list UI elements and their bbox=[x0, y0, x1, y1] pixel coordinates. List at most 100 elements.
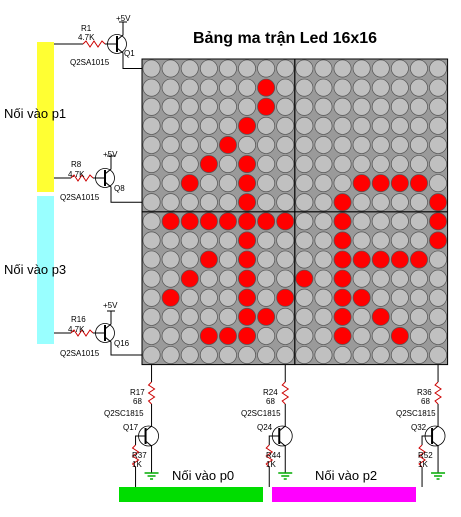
led-off bbox=[429, 327, 447, 345]
resistor-value: 4.7K bbox=[68, 325, 85, 334]
led-on bbox=[390, 174, 409, 193]
led-off bbox=[410, 78, 428, 97]
led-on bbox=[218, 212, 237, 231]
supply-label: +5V bbox=[116, 14, 131, 23]
transistor-emitter bbox=[104, 156, 112, 175]
resistor-value: 68 bbox=[133, 397, 142, 406]
led-off bbox=[199, 116, 218, 135]
led-off bbox=[142, 155, 161, 173]
led-off bbox=[161, 269, 180, 288]
led-off bbox=[295, 231, 314, 250]
led-on bbox=[295, 269, 314, 288]
transistor-q8 bbox=[95, 168, 115, 188]
led-off bbox=[371, 59, 390, 78]
led-off bbox=[371, 193, 390, 212]
led-off bbox=[295, 59, 314, 78]
led-on bbox=[238, 193, 256, 212]
led-off bbox=[218, 174, 237, 193]
led-off bbox=[333, 78, 352, 97]
led-off bbox=[295, 135, 314, 154]
led-off bbox=[180, 307, 199, 326]
led-off bbox=[142, 288, 161, 307]
led-on bbox=[333, 288, 352, 307]
led-off bbox=[410, 155, 428, 173]
led-off bbox=[352, 135, 371, 154]
led-off bbox=[180, 78, 199, 97]
transistor-label: Q24 bbox=[257, 423, 273, 432]
port-label-p0: Nối vào p0 bbox=[172, 468, 235, 483]
led-off bbox=[390, 346, 409, 364]
led-off bbox=[257, 174, 276, 193]
part-number: Q2SA1015 bbox=[70, 58, 110, 67]
led-on bbox=[390, 250, 409, 269]
led-off bbox=[333, 116, 352, 135]
led-off bbox=[352, 78, 371, 97]
led-off bbox=[276, 327, 295, 345]
led-off bbox=[257, 231, 276, 250]
led-off bbox=[142, 269, 161, 288]
led-off bbox=[276, 135, 295, 154]
wire bbox=[268, 435, 280, 445]
led-off bbox=[180, 193, 199, 212]
led-off bbox=[333, 346, 352, 364]
led-off bbox=[218, 78, 237, 97]
led-off bbox=[410, 269, 428, 288]
led-off bbox=[295, 97, 314, 116]
led-off bbox=[314, 78, 333, 97]
led-off bbox=[180, 288, 199, 307]
led-off bbox=[257, 59, 276, 78]
led-off bbox=[180, 59, 199, 78]
led-off bbox=[352, 327, 371, 345]
led-on bbox=[161, 288, 180, 307]
transistor-q1 bbox=[107, 34, 127, 54]
led-on bbox=[180, 174, 199, 193]
led-off bbox=[295, 212, 314, 231]
resistor-symbol bbox=[70, 174, 94, 182]
led-on bbox=[352, 250, 371, 269]
led-off bbox=[142, 135, 161, 154]
resistor-label: R1 bbox=[81, 24, 92, 33]
led-on bbox=[218, 135, 237, 154]
led-off bbox=[295, 116, 314, 135]
led-off bbox=[161, 116, 180, 135]
led-off bbox=[180, 250, 199, 269]
led-off bbox=[352, 231, 371, 250]
led-off bbox=[352, 116, 371, 135]
led-on bbox=[199, 155, 218, 173]
resistor-value: 68 bbox=[266, 397, 275, 406]
led-off bbox=[314, 212, 333, 231]
led-off bbox=[314, 307, 333, 326]
led-off bbox=[257, 346, 276, 364]
led-off bbox=[295, 78, 314, 97]
led-off bbox=[238, 97, 256, 116]
led-off bbox=[295, 250, 314, 269]
led-off bbox=[390, 307, 409, 326]
led-off bbox=[142, 212, 161, 231]
resistor-label: R44 bbox=[266, 451, 281, 460]
led-off bbox=[142, 307, 161, 326]
led-off bbox=[276, 193, 295, 212]
led-off bbox=[314, 116, 333, 135]
led-off bbox=[161, 231, 180, 250]
led-off bbox=[352, 59, 371, 78]
led-off bbox=[371, 116, 390, 135]
led-off bbox=[314, 231, 333, 250]
led-off bbox=[429, 307, 447, 326]
led-on bbox=[429, 193, 447, 212]
led-off bbox=[410, 212, 428, 231]
port-label-p1: Nối vào p1 bbox=[4, 106, 67, 121]
led-off bbox=[410, 231, 428, 250]
led-off bbox=[276, 78, 295, 97]
led-off bbox=[314, 346, 333, 364]
led-off bbox=[295, 346, 314, 364]
led-off bbox=[142, 116, 161, 135]
transistor-label: Q16 bbox=[114, 339, 130, 348]
resistor-symbol bbox=[82, 40, 106, 48]
led-off bbox=[218, 97, 237, 116]
led-off bbox=[371, 155, 390, 173]
led-off bbox=[410, 327, 428, 345]
led-off bbox=[199, 97, 218, 116]
led-on bbox=[238, 327, 256, 345]
led-off bbox=[410, 193, 428, 212]
led-off bbox=[276, 116, 295, 135]
